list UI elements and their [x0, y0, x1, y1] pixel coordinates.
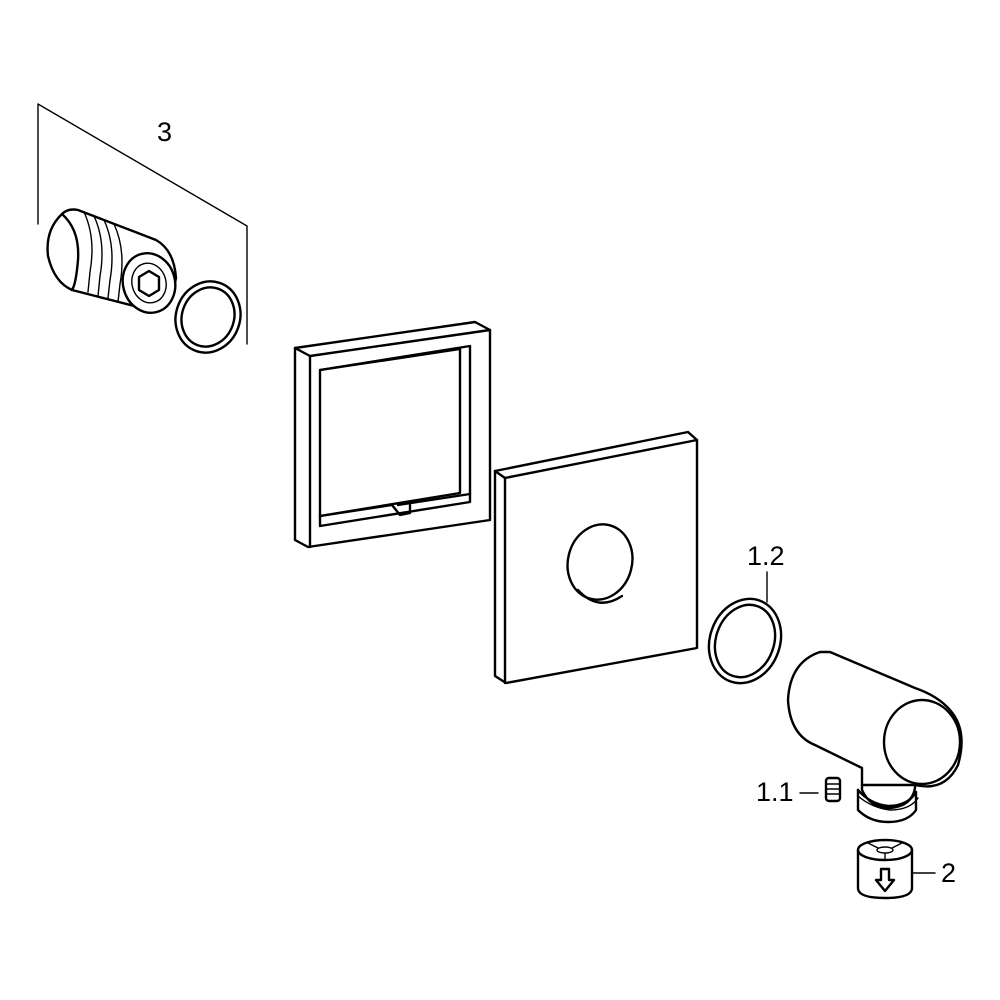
arrow-down-icon: [874, 867, 896, 893]
part-2-callout: 2: [911, 858, 956, 888]
o-ring-small: [707, 597, 783, 685]
label-part-2: 2: [941, 858, 956, 888]
hex-socket-icon: [137, 269, 161, 298]
o-ring-large: [174, 280, 242, 354]
cover-plate: [493, 430, 699, 685]
part-1-2-callout: 1.2: [747, 541, 785, 603]
label-part-1-2: 1.2: [747, 541, 785, 571]
wall-outlet-elbow: [786, 650, 963, 824]
label-part-3: 3: [157, 117, 172, 147]
label-part-1-1: 1.1: [756, 777, 794, 807]
threaded-fitting: [46, 208, 178, 314]
square-frame: [293, 320, 492, 549]
flow-restrictor: [856, 838, 914, 900]
part-3-callout: 3: [37, 103, 248, 345]
part-3-bracket: [37, 103, 248, 345]
part-1-1-callout: 1.1: [756, 777, 819, 807]
grub-screw: [824, 776, 842, 803]
